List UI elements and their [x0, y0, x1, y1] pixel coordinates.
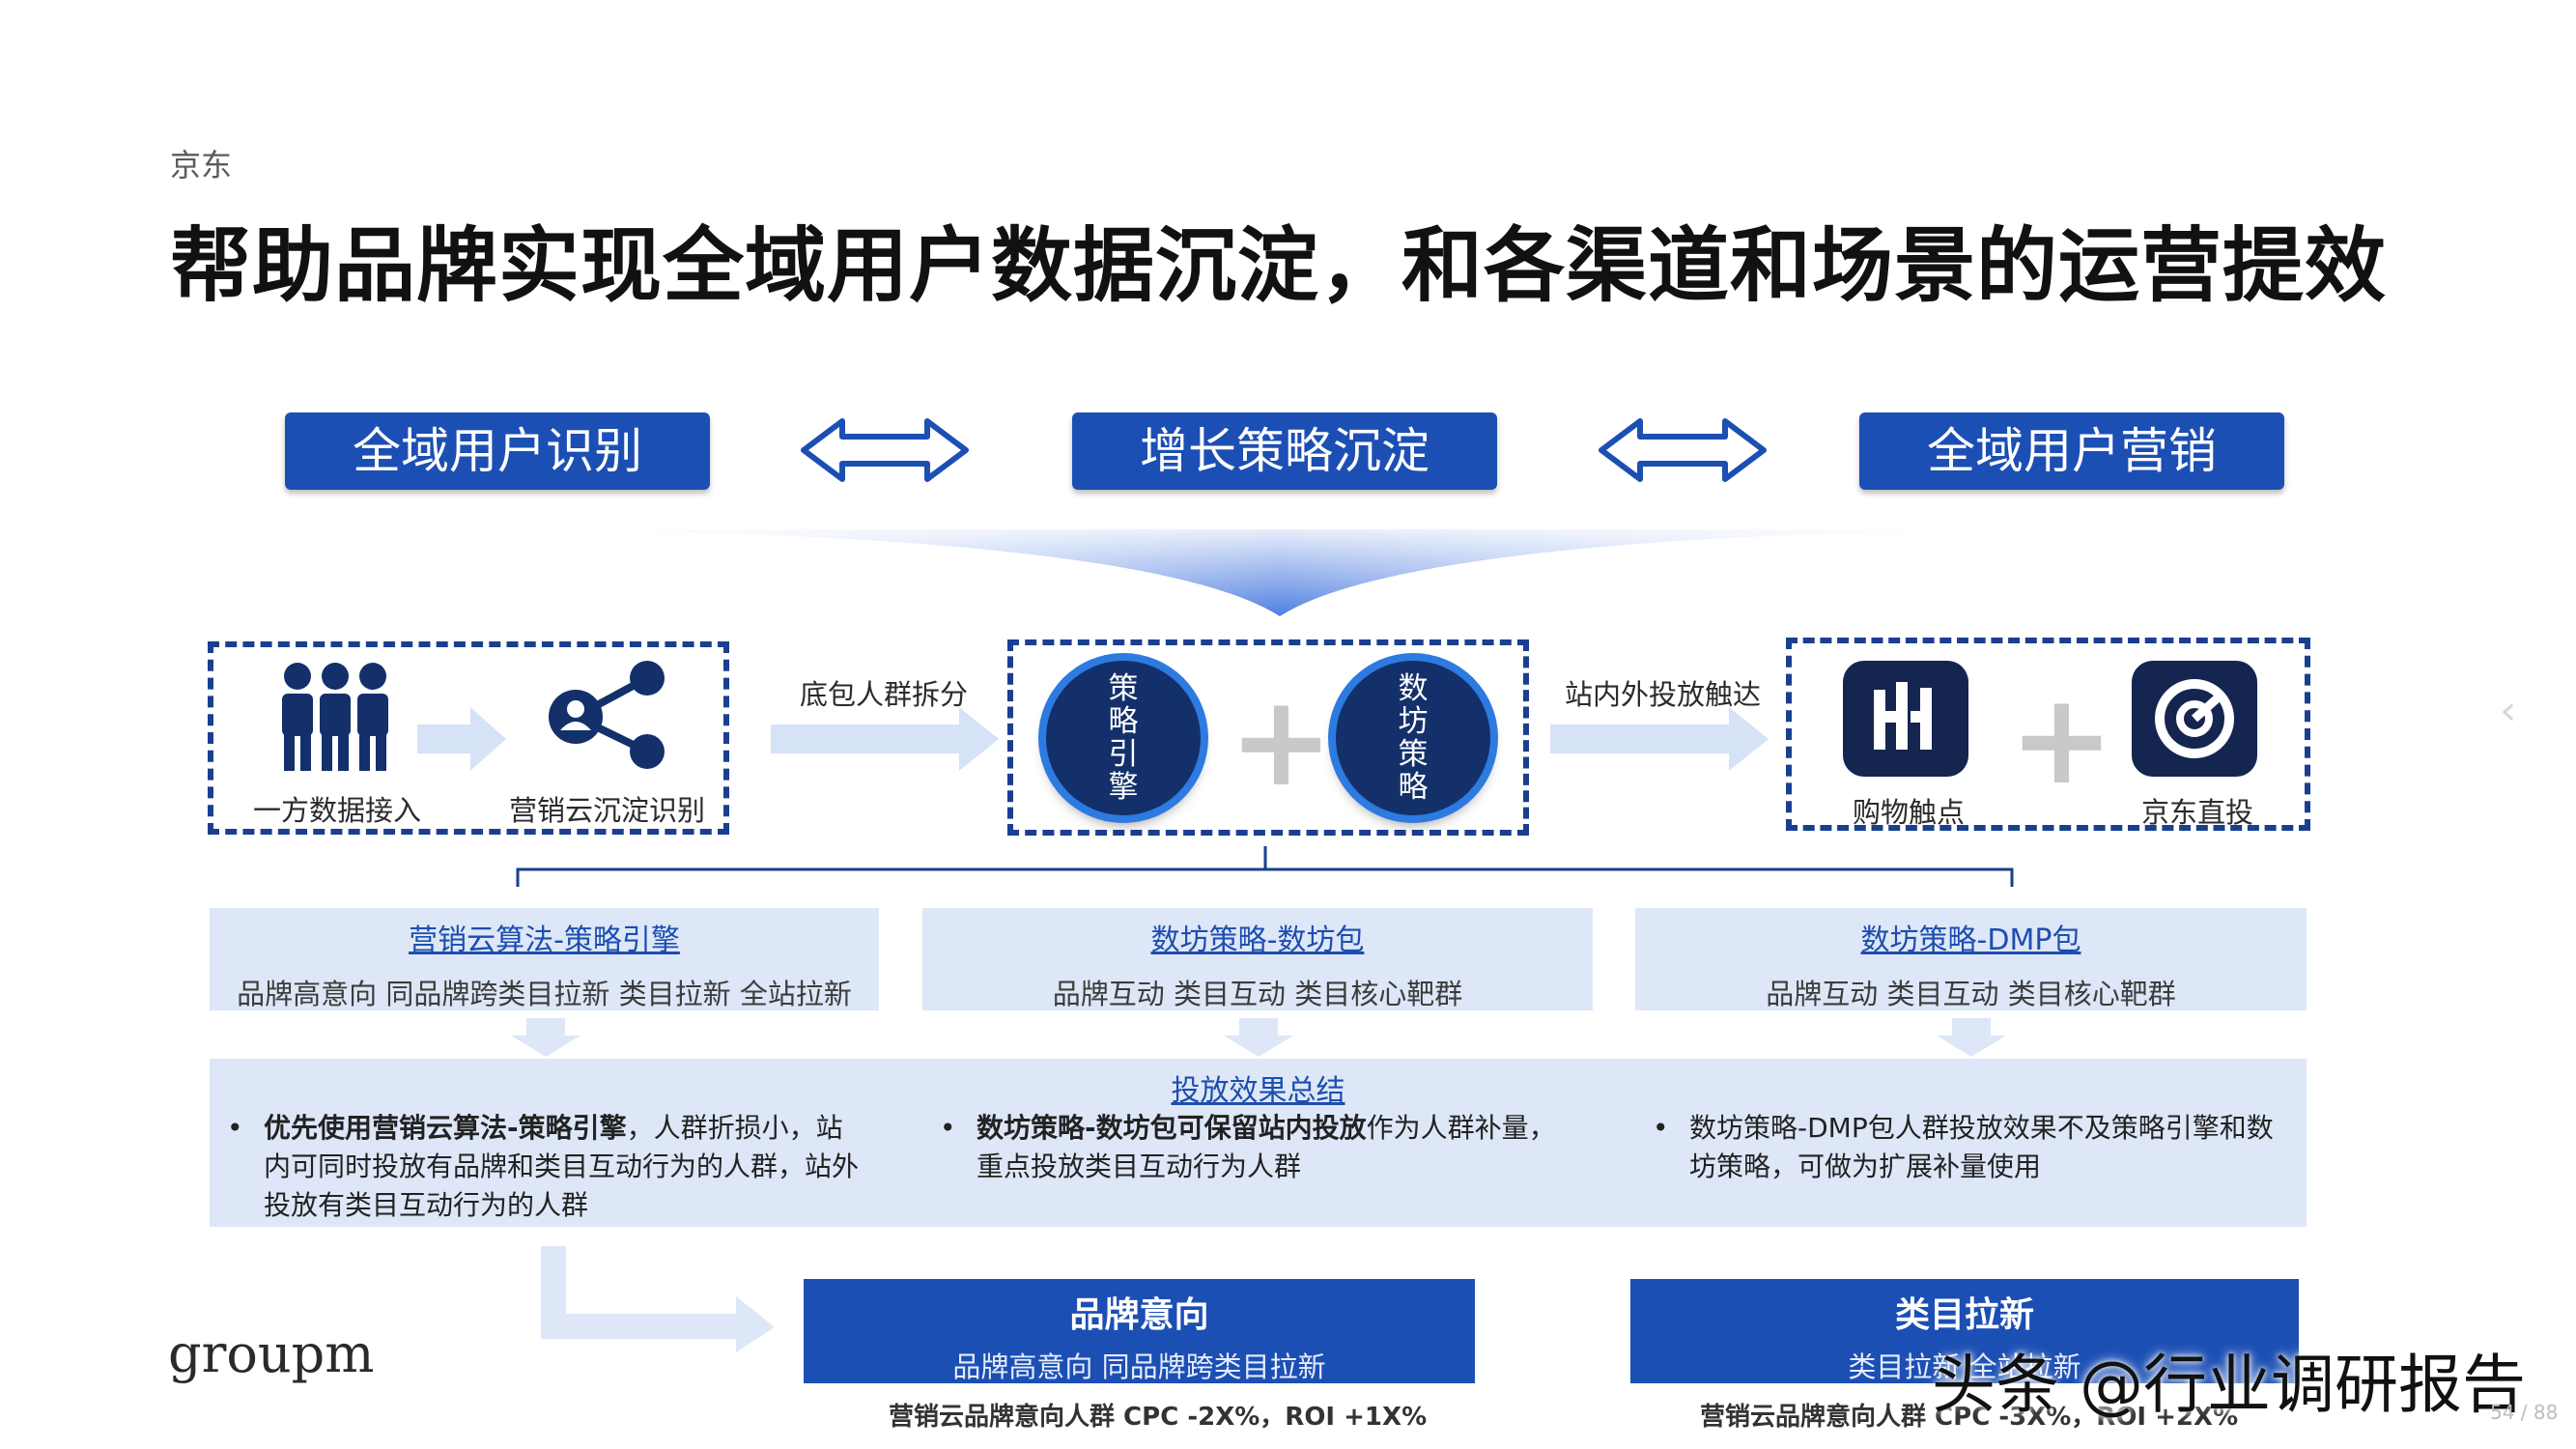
panel-title: 营销云算法-策略引擎 [409, 923, 680, 957]
panel-dmp-package: 数坊策略-DMP包 品牌互动 类目互动 类目核心靶群 [1635, 908, 2307, 1010]
step-strategy-pill: 增长策略沉淀 [1072, 412, 1497, 490]
cloud-identify-label: 营销云沉淀识别 [509, 794, 706, 827]
result-category-new: 类目拉新 类目拉新 全站拉新 [1630, 1279, 2299, 1383]
result-title: 类目拉新 [1894, 1295, 2034, 1335]
arrow-right-icon [771, 707, 999, 771]
data-strategy-badge: 数坊策略 [1336, 661, 1490, 815]
delivery-label: 站内外投放触达 [1565, 678, 1762, 711]
data-source-box [208, 641, 729, 835]
arrow-right-icon [417, 707, 506, 771]
plus-icon: + [1229, 668, 1334, 814]
strategy-box [1007, 639, 1529, 836]
funnel-beam [580, 529, 1980, 616]
groupm-logo: groupm [168, 1323, 375, 1384]
page-number: 54 / 88 [2490, 1401, 2559, 1424]
arrow-down-icon [1224, 1018, 1293, 1057]
arrow-down-icon [511, 1018, 580, 1057]
chevron-left-icon[interactable]: ‹ [2500, 686, 2517, 735]
panel-title: 数坊策略-DMP包 [1860, 923, 2081, 957]
elbow-arrow-icon [541, 1246, 775, 1352]
step-identify-pill: 全域用户识别 [285, 412, 710, 490]
panel-tags: 品牌高意向 同品牌跨类目拉新 类目拉新 全站拉新 [237, 978, 852, 1010]
shopping-touch-app-icon [1843, 661, 1968, 777]
step-marketing-pill: 全域用户营销 [1859, 412, 2284, 490]
shopping-touch-label: 购物触点 [1853, 796, 1966, 829]
panel-strategy-engine: 营销云算法-策略引擎 品牌高意向 同品牌跨类目拉新 类目拉新 全站拉新 [210, 908, 879, 1010]
summary-panel [210, 1059, 2307, 1227]
page-title: 帮助品牌实现全域用户数据沉淀，和各渠道和场景的运营提效 [170, 218, 2388, 313]
panel-title: 数坊策略-数坊包 [1150, 923, 1365, 957]
strategy-engine-badge: 策略引擎 [1046, 661, 1201, 815]
share-user-icon [549, 661, 665, 769]
result-title: 品牌意向 [1069, 1295, 1209, 1335]
panel-tags: 品牌互动 类目互动 类目核心靶群 [1052, 978, 1463, 1010]
company-label: 京东 [170, 147, 233, 184]
result-note: 营销云品牌意向人群 CPC -3X%，ROI +2X% [1700, 1403, 2239, 1432]
summary-bullet-2: • 数坊策略-数坊包可保留站内投放作为人群补量，重点投放类目互动行为人群 [940, 1112, 1556, 1182]
summary-bullet-3: • 数坊策略-DMP包人群投放效果不及策略引擎和数坊策略，可做为扩展补量使用 [1653, 1112, 2274, 1182]
people-group-icon [282, 663, 388, 771]
arrow-right-icon [1550, 707, 1769, 771]
result-subtitle: 品牌高意向 同品牌跨类目拉新 [952, 1350, 1326, 1383]
first-party-label: 一方数据接入 [253, 794, 422, 827]
result-note: 营销云品牌意向人群 CPC -2X%，ROI +1X% [889, 1403, 1428, 1432]
jd-direct-app-icon [2132, 661, 2257, 777]
bracket-line [516, 846, 2014, 887]
summary-title: 投放效果总结 [1171, 1074, 1345, 1108]
result-brand-intent: 品牌意向 品牌高意向 同品牌跨类目拉新 [804, 1279, 1475, 1383]
target-logo-icon [2155, 679, 2234, 758]
split-label: 底包人群拆分 [800, 678, 969, 711]
channel-box [1786, 638, 2310, 831]
arrow-down-icon [1937, 1018, 2006, 1057]
result-subtitle: 类目拉新 全站拉新 [1848, 1350, 2081, 1383]
summary-bullet-1: • 优先使用营销云算法-策略引擎，人群折损小，站内可同时投放有品牌和类目互动行为… [227, 1112, 860, 1221]
jd-direct-label: 京东直投 [2141, 796, 2254, 829]
watermark-text: 头条 @行业调研报告 [1932, 1348, 2526, 1422]
double-arrow-icon [1599, 418, 1767, 482]
panel-data-package: 数坊策略-数坊包 品牌互动 类目互动 类目核心靶群 [922, 908, 1593, 1010]
double-arrow-icon [801, 418, 969, 482]
h-logo-icon [1874, 682, 1932, 750]
plus-icon: + [2009, 666, 2114, 812]
panel-tags: 品牌互动 类目互动 类目核心靶群 [1766, 978, 2176, 1010]
